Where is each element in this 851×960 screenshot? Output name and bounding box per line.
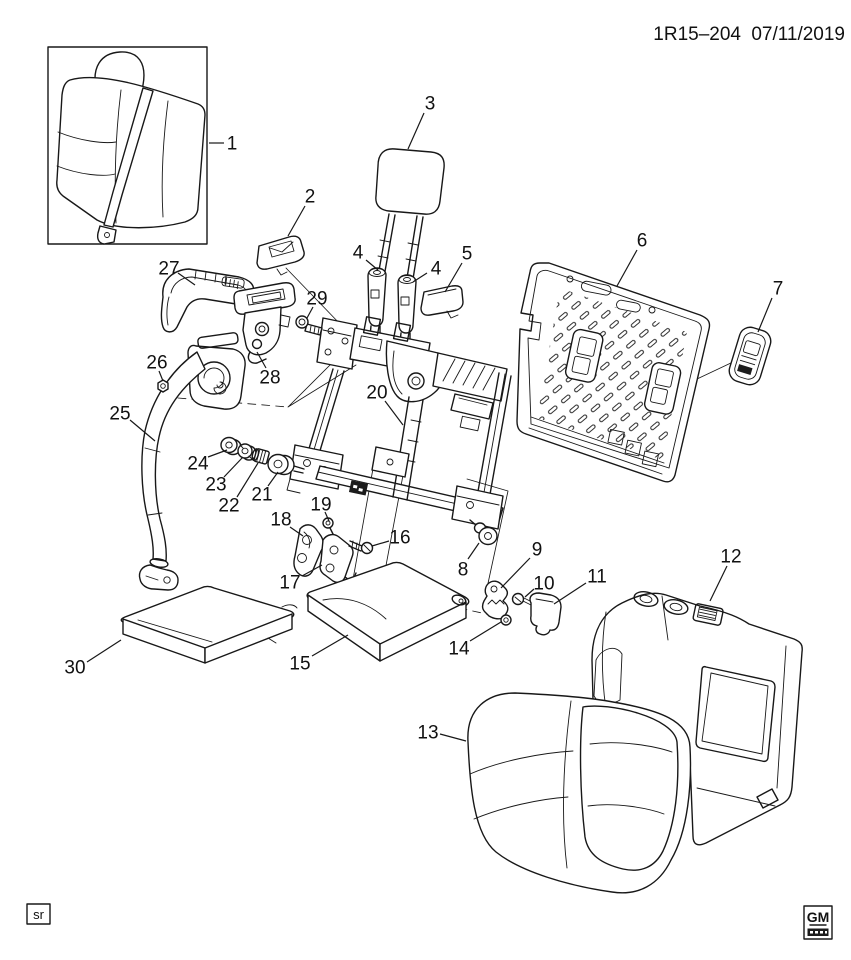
part-13-back-cushion bbox=[467, 692, 692, 894]
callout-label-27: 27 bbox=[158, 259, 179, 280]
part-20-seat-frame bbox=[286, 316, 512, 530]
callout-leader-21 bbox=[267, 471, 279, 487]
callout-label-15: 15 bbox=[289, 654, 310, 675]
part-5-guide-cover bbox=[420, 285, 464, 319]
callout-label-8: 8 bbox=[458, 560, 469, 581]
callout-leader-11 bbox=[553, 582, 587, 605]
callout-label-9: 9 bbox=[532, 540, 543, 561]
part-10-screw bbox=[511, 592, 533, 606]
callout-leader-9 bbox=[500, 557, 531, 589]
callout-label-22: 22 bbox=[218, 496, 239, 517]
part-14-nut bbox=[500, 614, 512, 626]
part-1-seat-back-assembly-box bbox=[47, 46, 208, 245]
part-17-hinge-bracket bbox=[319, 533, 357, 584]
callout-leader-22 bbox=[236, 462, 259, 498]
callout-leader-20 bbox=[384, 400, 404, 426]
callout-label-19: 19 bbox=[310, 495, 331, 516]
callout-label-18: 18 bbox=[270, 510, 291, 531]
callout-label-13: 13 bbox=[417, 723, 438, 744]
callout-label-1: 1 bbox=[227, 134, 238, 155]
part-18-hinge-bracket bbox=[293, 524, 324, 577]
callout-label-3: 3 bbox=[425, 94, 436, 115]
part-15-seat-cushion bbox=[306, 561, 470, 662]
callout-leader-18 bbox=[289, 526, 304, 537]
part-11-bracket-cover bbox=[529, 592, 562, 636]
callout-leader-26 bbox=[158, 370, 164, 382]
callout-label-24: 24 bbox=[187, 454, 209, 475]
gm-logo: GM bbox=[803, 905, 833, 940]
callout-label-16: 16 bbox=[389, 528, 410, 549]
callout-leader-27 bbox=[177, 272, 196, 286]
callout-leader-29 bbox=[306, 306, 314, 319]
callout-leader-30 bbox=[86, 639, 122, 663]
part-16-screw bbox=[348, 540, 374, 555]
callout-label-11: 11 bbox=[587, 567, 607, 588]
callout-leader-5 bbox=[444, 262, 463, 293]
part-6-back-panel bbox=[516, 262, 711, 483]
callout-label-4: 4 bbox=[353, 243, 364, 264]
part-9-latch-bracket bbox=[481, 580, 509, 620]
part-21-bushing bbox=[267, 453, 305, 476]
callout-label-14: 14 bbox=[448, 639, 470, 660]
page-tag: sr bbox=[26, 903, 51, 925]
callout-label-10: 10 bbox=[533, 574, 554, 595]
callout-leader-12 bbox=[709, 565, 728, 602]
part-28-latch-assembly bbox=[233, 282, 296, 364]
callout-leader-4 bbox=[365, 259, 379, 271]
callout-label-25: 25 bbox=[109, 404, 130, 425]
callout-label-26: 26 bbox=[146, 353, 167, 374]
callout-label-23: 23 bbox=[205, 475, 226, 496]
callout-leader-14 bbox=[469, 621, 502, 642]
callout-leader-13 bbox=[439, 733, 467, 742]
callout-label-7: 7 bbox=[773, 279, 784, 300]
part-22-bushing bbox=[251, 448, 270, 465]
callout-leader-23 bbox=[223, 456, 244, 478]
part-30-cushion-pad bbox=[120, 585, 298, 664]
callout-leader-15 bbox=[311, 634, 349, 657]
callout-label-30: 30 bbox=[64, 658, 85, 679]
part-29-bolt bbox=[295, 315, 323, 336]
page-tag-label: sr bbox=[33, 907, 45, 922]
part-25-seat-belt bbox=[138, 332, 246, 591]
callout-leader-2 bbox=[287, 205, 306, 237]
part-24-washer bbox=[220, 436, 242, 456]
callout-leader-24 bbox=[207, 449, 228, 458]
callout-leader-16 bbox=[371, 540, 390, 547]
callout-leader-25 bbox=[129, 419, 156, 442]
callout-label-21: 21 bbox=[251, 485, 272, 506]
callout-label-12: 12 bbox=[720, 547, 741, 568]
part-7-latch-cover bbox=[728, 326, 772, 386]
doc-date: 07/11/2019 bbox=[751, 24, 845, 45]
callout-leader-19 bbox=[324, 511, 330, 522]
part-26-nut bbox=[157, 379, 169, 393]
callout-label-28: 28 bbox=[259, 368, 280, 389]
callout-leader-17 bbox=[301, 564, 323, 577]
callout-leader-4 bbox=[412, 272, 428, 283]
gm-logo-text: GM bbox=[807, 909, 830, 925]
part-3-headrest bbox=[375, 148, 445, 280]
callout-label-20: 20 bbox=[366, 383, 387, 404]
callout-leader-10 bbox=[524, 588, 535, 598]
callout-label-2: 2 bbox=[305, 187, 316, 208]
callout-label-6: 6 bbox=[637, 231, 648, 252]
callout-leader-6 bbox=[616, 249, 638, 287]
callout-leader-7 bbox=[757, 297, 773, 333]
callout-label-17: 17 bbox=[279, 573, 300, 594]
callout-leader-28 bbox=[256, 351, 267, 369]
doc-code: 1R15–204 bbox=[653, 24, 741, 45]
part-8-pivot-bolt bbox=[469, 519, 498, 546]
callout-leader-8 bbox=[467, 542, 480, 560]
part-2-guide-cover bbox=[256, 235, 305, 276]
callout-leader-3 bbox=[407, 112, 425, 150]
callout-label-29: 29 bbox=[306, 289, 327, 310]
callout-label-5: 5 bbox=[462, 244, 473, 265]
callout-label-4: 4 bbox=[431, 259, 442, 280]
